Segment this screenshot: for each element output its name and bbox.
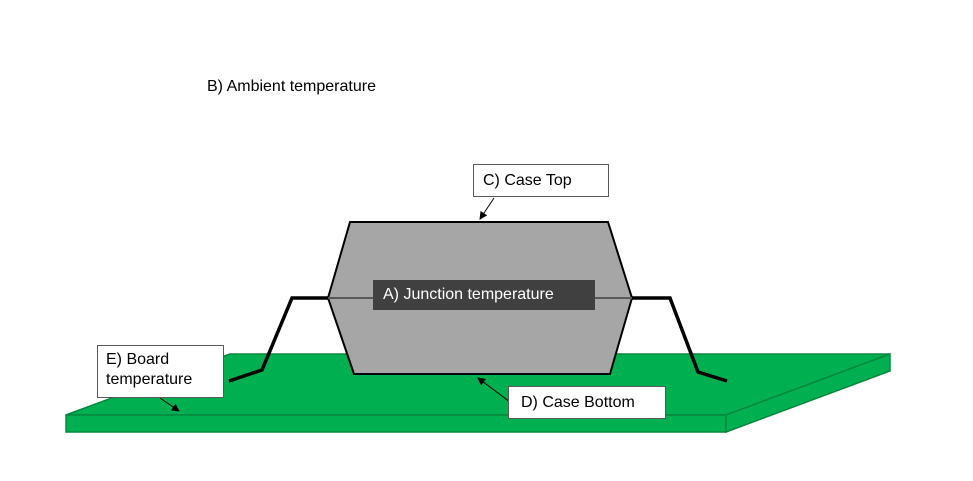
board-label-line2: temperature	[106, 371, 193, 388]
left-lead	[228, 296, 330, 383]
case-top-callout: C) Case Top	[473, 164, 609, 197]
ambient-temperature-label: B) Ambient temperature	[207, 78, 376, 95]
board-label-line1: E) Board	[106, 351, 170, 368]
case-top-arrow	[479, 197, 495, 220]
right-lead	[632, 296, 728, 383]
junction-temperature-callout: A) Junction temperature	[373, 280, 595, 310]
case-bottom-arrow	[477, 377, 511, 403]
case-bottom-callout: D) Case Bottom	[508, 386, 666, 419]
board-arrow	[159, 397, 180, 412]
board-temperature-callout: E) Board temperature	[97, 345, 224, 398]
board-side-face	[725, 352, 891, 434]
